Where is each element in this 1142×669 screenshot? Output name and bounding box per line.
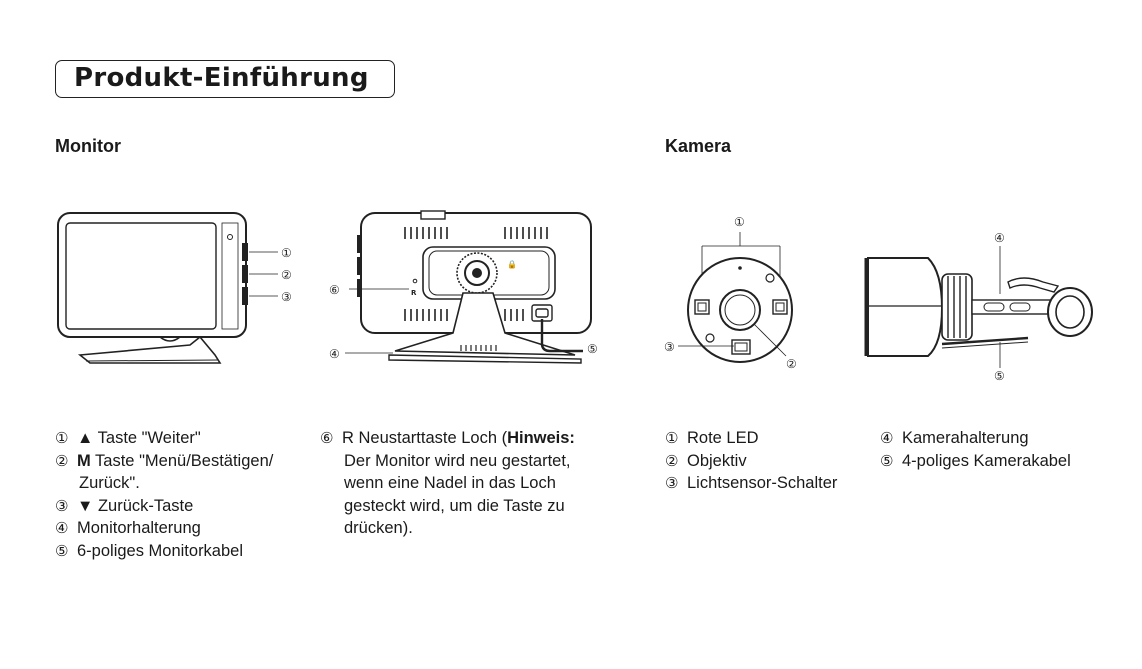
callout-4: ④ xyxy=(329,347,340,361)
list-item: ② M Taste "Menü/Bestätigen/ xyxy=(55,451,274,470)
list-item: ③ ▼ Zurück-Taste xyxy=(55,496,194,515)
callout-6: ⑥ xyxy=(329,283,340,297)
title-box: Produkt-Einführung xyxy=(55,60,395,98)
callout-1: ① xyxy=(734,215,745,229)
camera-front-illustration: ① ③ ② xyxy=(664,215,797,371)
callout-1: ① xyxy=(281,246,292,260)
monitor-parts-list: ① ▲ Taste "Weiter" ② M Taste "Menü/Bestä… xyxy=(55,427,273,562)
callout-4: ④ xyxy=(994,231,1005,245)
list-item: ④ Monitorhalterung xyxy=(55,519,201,537)
list-item: ③ Lichtsensor-Schalter xyxy=(665,474,838,492)
camera-parts-list-b: ④ Kamerahalterung ⑤ 4-poliges Kamerakabe… xyxy=(880,427,1071,472)
callout-2: ② xyxy=(786,357,797,371)
up-arrow-icon: ▲ xyxy=(77,429,94,447)
monitor-front-illustration: ① ② ③ xyxy=(57,212,292,364)
list-item: ⑤ 6-poliges Monitorkabel xyxy=(55,541,244,560)
reset-note: ⑥ R Neustarttaste Loch (Hinweis: Der Mon… xyxy=(320,429,575,537)
callout-5: ⑤ xyxy=(587,342,598,356)
callout-3: ③ xyxy=(664,340,675,354)
list-item: ① Rote LED xyxy=(665,429,759,447)
down-arrow-icon: ▼ xyxy=(77,496,94,515)
page-title: Produkt-Einführung xyxy=(74,63,369,93)
camera-heading: Kamera xyxy=(665,136,732,156)
callout-3: ③ xyxy=(281,290,292,304)
monitor-back-illustration: R 🔒 ⑥ ④ ⑤ xyxy=(329,210,598,364)
list-item: ⑤ 4-poliges Kamerakabel xyxy=(880,451,1071,470)
camera-parts-list-a: ① Rote LED ② Objektiv ③ Lichtsensor-Scha… xyxy=(665,427,837,495)
callout-5: ⑤ xyxy=(994,369,1005,383)
list-item: ④ Kamerahalterung xyxy=(880,429,1029,447)
list-item: ① ▲ Taste "Weiter" xyxy=(55,429,201,447)
callout-2: ② xyxy=(281,268,292,282)
lock-icon: 🔒 xyxy=(507,260,517,269)
reset-label: R xyxy=(411,289,417,297)
monitor-heading: Monitor xyxy=(55,136,121,156)
m-key-label: M xyxy=(77,451,91,470)
list-item: ② Objektiv xyxy=(665,451,747,470)
camera-side-illustration: ④ ⑤ xyxy=(864,231,1093,383)
